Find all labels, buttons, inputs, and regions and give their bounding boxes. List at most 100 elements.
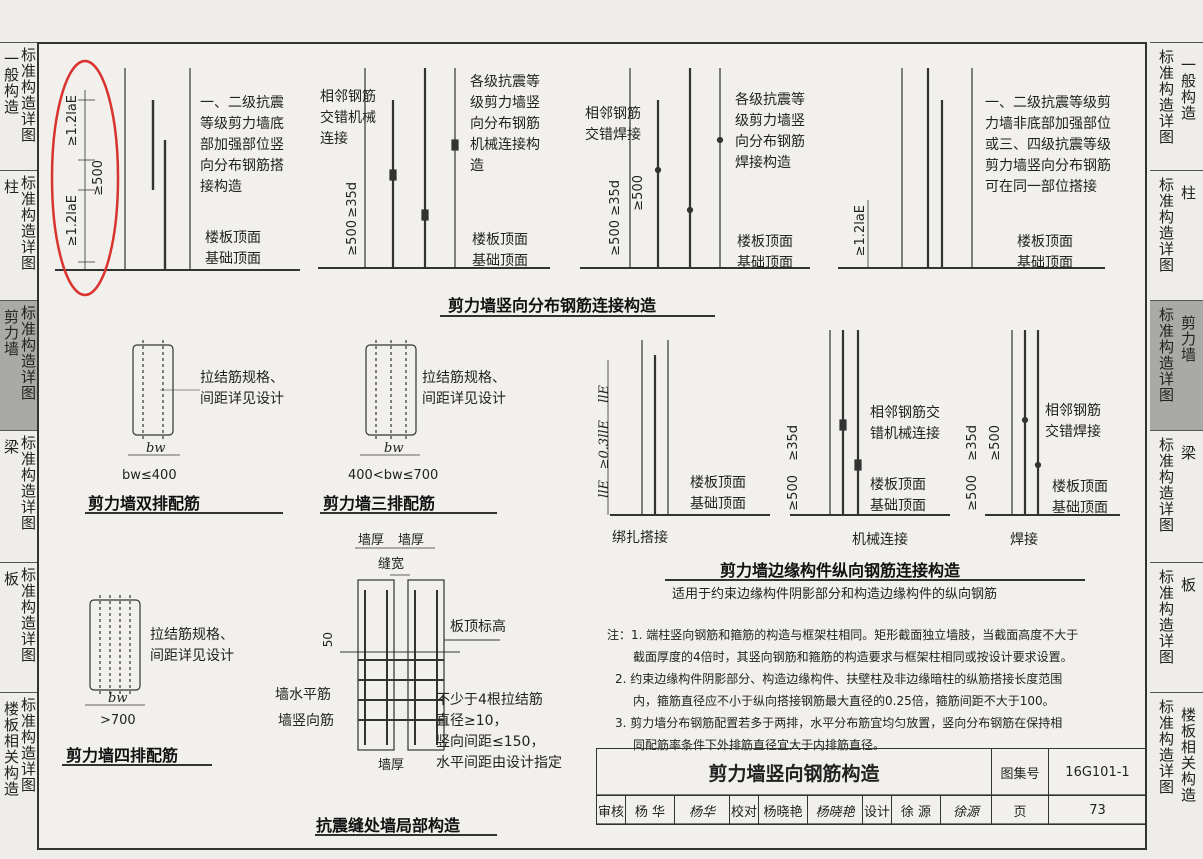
d2-dim-35d: ≥35d [345, 182, 360, 218]
left-tab-2[interactable]: 标准构造详图柱 [0, 170, 38, 300]
edge-lap-floor: 楼板顶面 基础顶面 [690, 475, 746, 512]
left-tab-category: 一般构造 [2, 51, 20, 115]
edge-mech-35d: ≥35d [786, 425, 801, 461]
joint-gap: 缝宽 [378, 557, 405, 572]
d4-dim-12lae: ≥1.2laE [853, 205, 868, 257]
left-tab-6[interactable]: 标准构造详图楼板相关构造 [0, 692, 38, 842]
right-tab-2[interactable]: 标准构造详图柱 [1150, 170, 1203, 300]
d3-dim-500a: ≥500 [631, 175, 646, 211]
double-bw-label: bw [146, 441, 166, 456]
right-tab-4[interactable]: 标准构造详图梁 [1150, 430, 1203, 562]
note-line: 截面厚度的4倍时，其竖向钢筋和箍筋的构造要求与框架柱相同或按设计要求设置。 [633, 650, 1073, 664]
left-tab-category: 剪力墙 [2, 309, 20, 357]
joint-requirement: 不少于4根拉结筋 直径≥10， 竖向间距≤150， 水平间距由设计指定 [436, 692, 562, 771]
note-line: 注：1. 端柱竖向钢筋和箍筋的构造与框架柱相同。矩形截面独立墙肢，当截面高度不大… [607, 628, 1079, 642]
right-tab-category: 板 [1179, 577, 1197, 593]
design-label: 设计 [862, 795, 892, 825]
joint-dim-50: 50 [321, 632, 335, 648]
left-tab-1[interactable]: 标准构造详图一般构造 [0, 42, 38, 170]
d2-note: 相邻钢筋 交错机械 连接 [320, 89, 376, 147]
four-condition: >700 [100, 713, 136, 728]
right-tab-1[interactable]: 标准构造详图一般构造 [1150, 42, 1203, 170]
d4-description: 一、二级抗震等级剪 力墙非底部加强部位 或三、四级抗震等级 剪力墙竖向分布钢筋 … [985, 95, 1111, 195]
edge-mech-floor: 楼板顶面 基础顶面 [870, 477, 926, 514]
left-tab-label: 标准构造详图 [19, 175, 37, 271]
d2-dim-500: ≥500 [345, 220, 360, 256]
edge-weld-note: 相邻钢筋 交错焊接 [1045, 403, 1101, 440]
right-tab-6[interactable]: 标准构造详图楼板相关构造 [1150, 692, 1203, 842]
edge-label-weld: 焊接 [1010, 532, 1038, 548]
right-tab-category: 楼板相关构造 [1179, 707, 1197, 803]
designer-signature: 徐源 [940, 795, 992, 825]
checker-signature: 杨晓艳 [807, 795, 863, 825]
right-tab-label: 标准构造详图 [1157, 307, 1175, 403]
checker: 杨晓艳 [758, 795, 808, 825]
left-tab-3[interactable]: 标准构造详图剪力墙 [0, 300, 38, 430]
edge-weld-35d: ≥35d [965, 425, 980, 461]
left-tab-label: 标准构造详图 [19, 697, 37, 793]
drawing-title: 剪力墙竖向钢筋构造 [596, 748, 992, 796]
triple-condition: 400<bw≤700 [348, 468, 439, 483]
d1-dim-12lae-top: ≥1.2laE [65, 95, 80, 147]
atlas-label: 图集号 [991, 748, 1049, 796]
d3-note: 相邻钢筋 交错焊接 [585, 106, 641, 143]
reviewer-signature: 杨华 [674, 795, 730, 825]
edge-weld-500b: ≥500 [965, 475, 980, 511]
right-tab-label: 标准构造详图 [1157, 699, 1175, 795]
d1-floor-label: 楼板顶面 基础顶面 [205, 230, 261, 267]
edge-subtitle: 适用于约束边缘构件阴影部分和构造边缘构件的纵向钢筋 [672, 587, 998, 602]
edge-weld-500a: ≥500 [988, 425, 1003, 461]
page-label: 页 [991, 795, 1049, 825]
check-label: 校对 [729, 795, 759, 825]
left-tab-category: 柱 [2, 179, 20, 195]
d2-description: 各级抗震等 级剪力墙竖 向分布钢筋 机械连接构 造 [470, 74, 540, 174]
edge-mech-500: ≥500 [786, 475, 801, 511]
triple-row-title: 剪力墙三排配筋 [323, 494, 436, 513]
edge-lle-top: llE [597, 385, 612, 403]
joint-title: 抗震缝处墙局部构造 [316, 816, 461, 835]
edge-label-lap: 绑扎搭接 [612, 530, 668, 546]
right-tab-category: 一般构造 [1179, 57, 1197, 121]
left-tab-label: 标准构造详图 [19, 305, 37, 401]
page-number: 73 [1048, 795, 1147, 825]
section-title-vertical-splice: 剪力墙竖向分布钢筋连接构造 [448, 296, 657, 315]
double-tie-note: 拉结筋规格、 间距详见设计 [200, 370, 284, 407]
right-tab-3[interactable]: 标准构造详图剪力墙 [1150, 300, 1203, 430]
double-condition: bw≤400 [122, 468, 177, 483]
double-row-title: 剪力墙双排配筋 [88, 494, 201, 513]
note-line: 2. 约束边缘构件阴影部分、构造边缘构件、扶壁柱及非边缘暗柱的纵筋搭接长度范围 [615, 672, 1063, 686]
joint-vertical-bar: 墙竖向筋 [278, 713, 334, 729]
left-tab-category: 楼板相关构造 [2, 701, 20, 797]
reviewer: 杨 华 [625, 795, 675, 825]
right-tab-category: 柱 [1179, 185, 1197, 201]
left-tab-label: 标准构造详图 [19, 567, 37, 663]
edge-label-mech: 机械连接 [852, 532, 908, 548]
d1-description: 一、二级抗震 等级剪力墙底 部加强部位竖 向分布钢筋搭 接构造 [200, 95, 284, 195]
joint-bottom-wall-thk: 墙厚 [378, 758, 405, 773]
designer: 徐 源 [891, 795, 941, 825]
d3-description: 各级抗震等 级剪力墙竖 向分布钢筋 焊接构造 [735, 92, 805, 171]
drawing-frame [37, 42, 1147, 850]
right-tab-category: 剪力墙 [1179, 315, 1197, 363]
right-tab-label: 标准构造详图 [1157, 437, 1175, 533]
d2-floor-label: 楼板顶面 基础顶面 [472, 232, 528, 269]
right-tab-5[interactable]: 标准构造详图板 [1150, 562, 1203, 692]
right-tab-label: 标准构造详图 [1157, 49, 1175, 145]
joint-wall-thk-1: 墙厚 [358, 533, 385, 548]
left-tab-4[interactable]: 标准构造详图梁 [0, 430, 38, 562]
four-row-title: 剪力墙四排配筋 [66, 746, 179, 765]
left-tab-5[interactable]: 标准构造详图板 [0, 562, 38, 692]
d3-dim-35d: ≥35d [608, 180, 623, 216]
d1-dim-12lae-bottom: ≥1.2laE [65, 195, 80, 247]
edge-03lle: ≥0.3llE [597, 420, 612, 470]
edge-lle-bottom: llE [597, 480, 612, 498]
left-tab-label: 标准构造详图 [19, 47, 37, 143]
left-tab-category: 板 [2, 571, 20, 587]
left-tab-label: 标准构造详图 [19, 435, 37, 531]
joint-horizontal-bar: 墙水平筋 [275, 687, 331, 703]
d3-floor-label: 楼板顶面 基础顶面 [737, 234, 793, 271]
right-tab-label: 标准构造详图 [1157, 569, 1175, 665]
joint-wall-thk-2: 墙厚 [398, 533, 425, 548]
d4-floor-label: 楼板顶面 基础顶面 [1017, 234, 1073, 271]
